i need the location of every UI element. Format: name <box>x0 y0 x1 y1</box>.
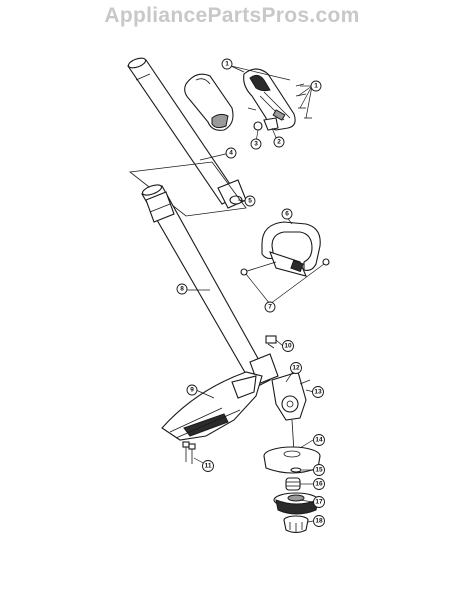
svg-text:11: 11 <box>205 463 212 470</box>
callout-12: 12 <box>290 362 302 374</box>
bump-knob[interactable] <box>283 515 309 534</box>
guard-screws <box>182 441 196 464</box>
handle-screws <box>247 83 312 119</box>
coupler-screw <box>265 335 277 349</box>
callout-7: 7 <box>264 301 276 313</box>
svg-text:4: 4 <box>229 150 233 157</box>
callout-1a: 1 <box>221 58 233 70</box>
trigger-lever <box>263 117 279 131</box>
rear-handle-housing[interactable] <box>243 68 296 131</box>
callout-16: 16 <box>313 478 325 490</box>
callout-13: 13 <box>312 386 324 398</box>
svg-text:10: 10 <box>284 343 292 350</box>
callout-14: 14 <box>313 434 325 446</box>
svg-text:18: 18 <box>315 518 323 525</box>
callout-9: 9 <box>186 384 198 396</box>
svg-text:14: 14 <box>315 437 323 444</box>
svg-text:15: 15 <box>315 467 323 474</box>
assist-handle[interactable] <box>261 221 321 277</box>
svg-text:13: 13 <box>314 389 322 396</box>
callout-2: 2 <box>273 136 285 148</box>
front-handle-grip[interactable] <box>184 73 234 131</box>
svg-text:1: 1 <box>314 83 318 90</box>
svg-text:3: 3 <box>254 141 258 148</box>
trigger-spring <box>253 121 263 131</box>
svg-text:6: 6 <box>285 211 289 218</box>
watermark-text: AppliancePartsPros.com <box>104 4 360 27</box>
washer <box>290 467 302 473</box>
svg-text:8: 8 <box>180 286 184 293</box>
callout-15: 15 <box>313 464 325 476</box>
callout-4: 4 <box>225 147 237 159</box>
drive-housing[interactable] <box>271 371 311 421</box>
callout-3: 3 <box>250 138 262 150</box>
debris-guard[interactable] <box>161 371 263 441</box>
svg-text:2: 2 <box>277 139 281 146</box>
callout-17: 17 <box>313 496 325 508</box>
svg-text:5: 5 <box>248 198 252 205</box>
svg-text:17: 17 <box>315 499 323 506</box>
svg-text:16: 16 <box>315 481 323 488</box>
callout-1b: 1 <box>310 80 322 92</box>
svg-text:7: 7 <box>268 304 272 311</box>
svg-text:12: 12 <box>292 365 300 372</box>
svg-text:9: 9 <box>190 387 194 394</box>
line-spool[interactable] <box>273 492 319 515</box>
callout-5: 5 <box>244 195 256 207</box>
head-spring <box>285 477 301 491</box>
assist-handle-bolts <box>240 258 330 276</box>
svg-text:1: 1 <box>225 61 229 68</box>
callout-8: 8 <box>176 283 188 295</box>
trimmer-head-cover[interactable] <box>263 446 321 474</box>
lower-shaft[interactable] <box>141 183 279 389</box>
callout-6: 6 <box>281 208 293 220</box>
callout-11: 11 <box>202 460 214 472</box>
leader-lines <box>186 65 325 523</box>
callout-10: 10 <box>282 340 294 352</box>
callout-18: 18 <box>313 515 325 527</box>
upper-shaft[interactable] <box>127 56 247 209</box>
